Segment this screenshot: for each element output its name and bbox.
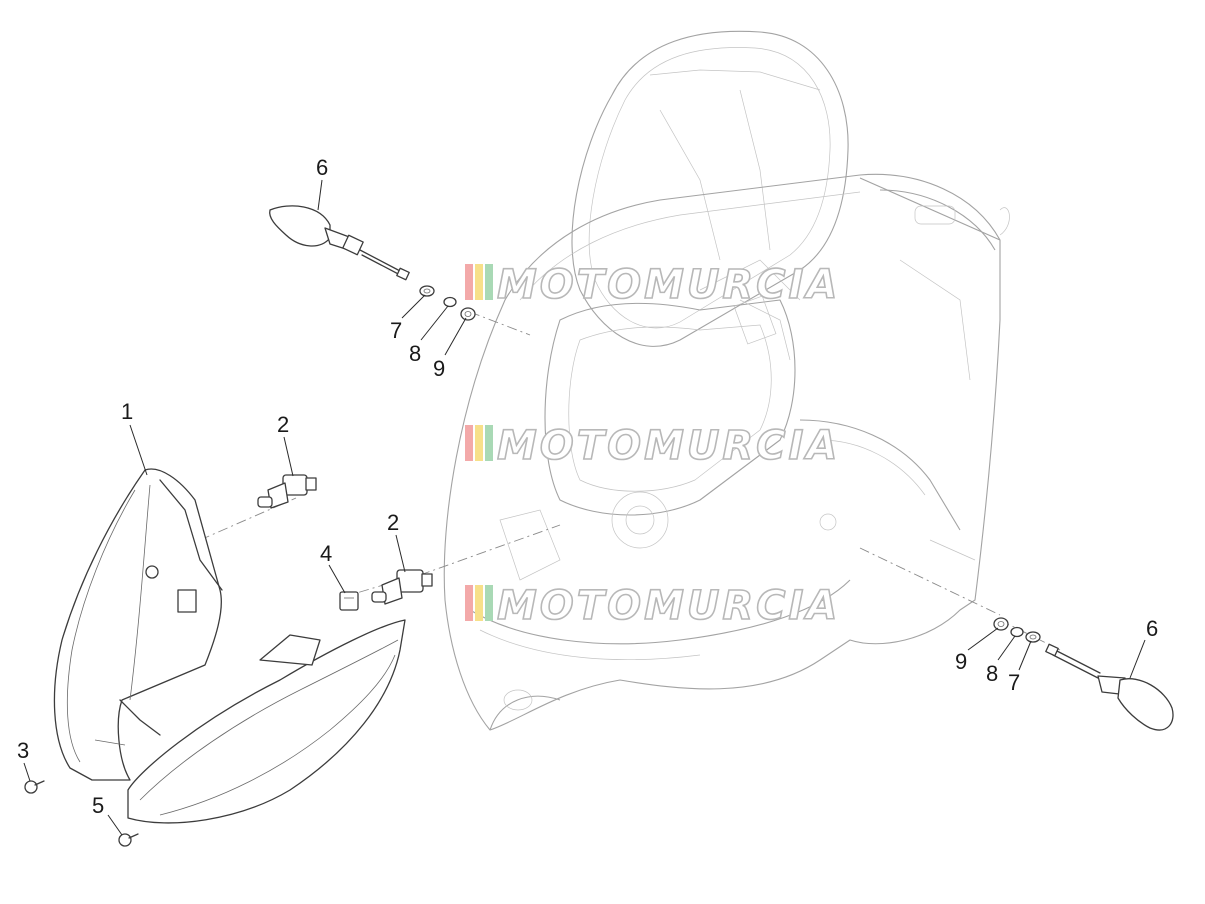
watermark-text: MOTOMURCIA	[497, 423, 840, 469]
watermark-stripe-1	[465, 585, 473, 621]
watermark-stripe-2	[475, 425, 483, 461]
bulb-upper	[257, 474, 317, 509]
callout-1: 1	[121, 399, 133, 424]
callout-labels: 1 2 2 3 4 5 6 6 7 7 8 8 9 9	[17, 155, 1158, 818]
callout-6-left: 6	[316, 155, 328, 180]
callout-7-right: 7	[1008, 670, 1020, 695]
bulb-lower	[371, 569, 433, 605]
callout-7-left: 7	[390, 318, 402, 343]
callout-6-right: 6	[1146, 616, 1158, 641]
washer-left-8	[443, 296, 457, 308]
callout-2-lower: 2	[387, 510, 399, 535]
watermark-stripe-3	[485, 425, 493, 461]
watermark-text: MOTOMURCIA	[497, 583, 840, 629]
front-shield-body	[443, 30, 1010, 731]
turn-signal-left	[269, 205, 410, 281]
callout-3: 3	[17, 738, 29, 763]
callout-4: 4	[320, 541, 332, 566]
headlight-assembly	[53, 468, 406, 824]
nut-left-9	[460, 307, 476, 321]
watermark-bottom: MOTOMURCIA	[465, 582, 840, 630]
watermark-stripe-1	[465, 425, 473, 461]
callout-8-right: 8	[986, 661, 998, 686]
nut-right-9	[993, 617, 1009, 631]
watermark-stripe-3	[485, 264, 493, 300]
turn-signal-right	[1045, 643, 1174, 731]
washer-right-8	[1010, 626, 1024, 638]
watermark-text: MOTOMURCIA	[497, 262, 840, 308]
leader-lines	[23, 179, 1146, 836]
watermark-middle: MOTOMURCIA	[465, 422, 840, 470]
watermark-stripe-2	[475, 264, 483, 300]
callout-2-upper: 2	[277, 412, 289, 437]
watermark-top: MOTOMURCIA	[465, 261, 840, 309]
watermark-stripe-2	[475, 585, 483, 621]
screw-bottom	[118, 833, 139, 847]
screw-left	[24, 780, 45, 794]
callout-9-right: 9	[955, 649, 967, 674]
callout-8-left: 8	[409, 341, 421, 366]
bulb-clip	[339, 591, 359, 611]
washer-left-7	[419, 285, 435, 297]
watermark-stripe-3	[485, 585, 493, 621]
washer-right-7	[1025, 631, 1041, 643]
callout-9-left: 9	[433, 356, 445, 381]
callout-5: 5	[92, 793, 104, 818]
watermark-stripe-1	[465, 264, 473, 300]
